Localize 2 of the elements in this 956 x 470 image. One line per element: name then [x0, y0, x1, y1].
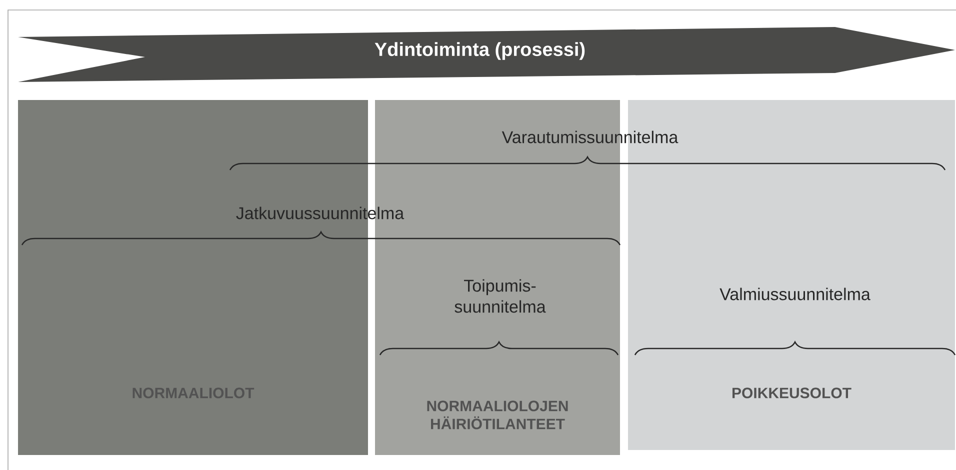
brace-label: Toipumis- suunnitelma: [454, 279, 546, 313]
brace-label: Valmiussuunnitelma: [720, 288, 870, 300]
